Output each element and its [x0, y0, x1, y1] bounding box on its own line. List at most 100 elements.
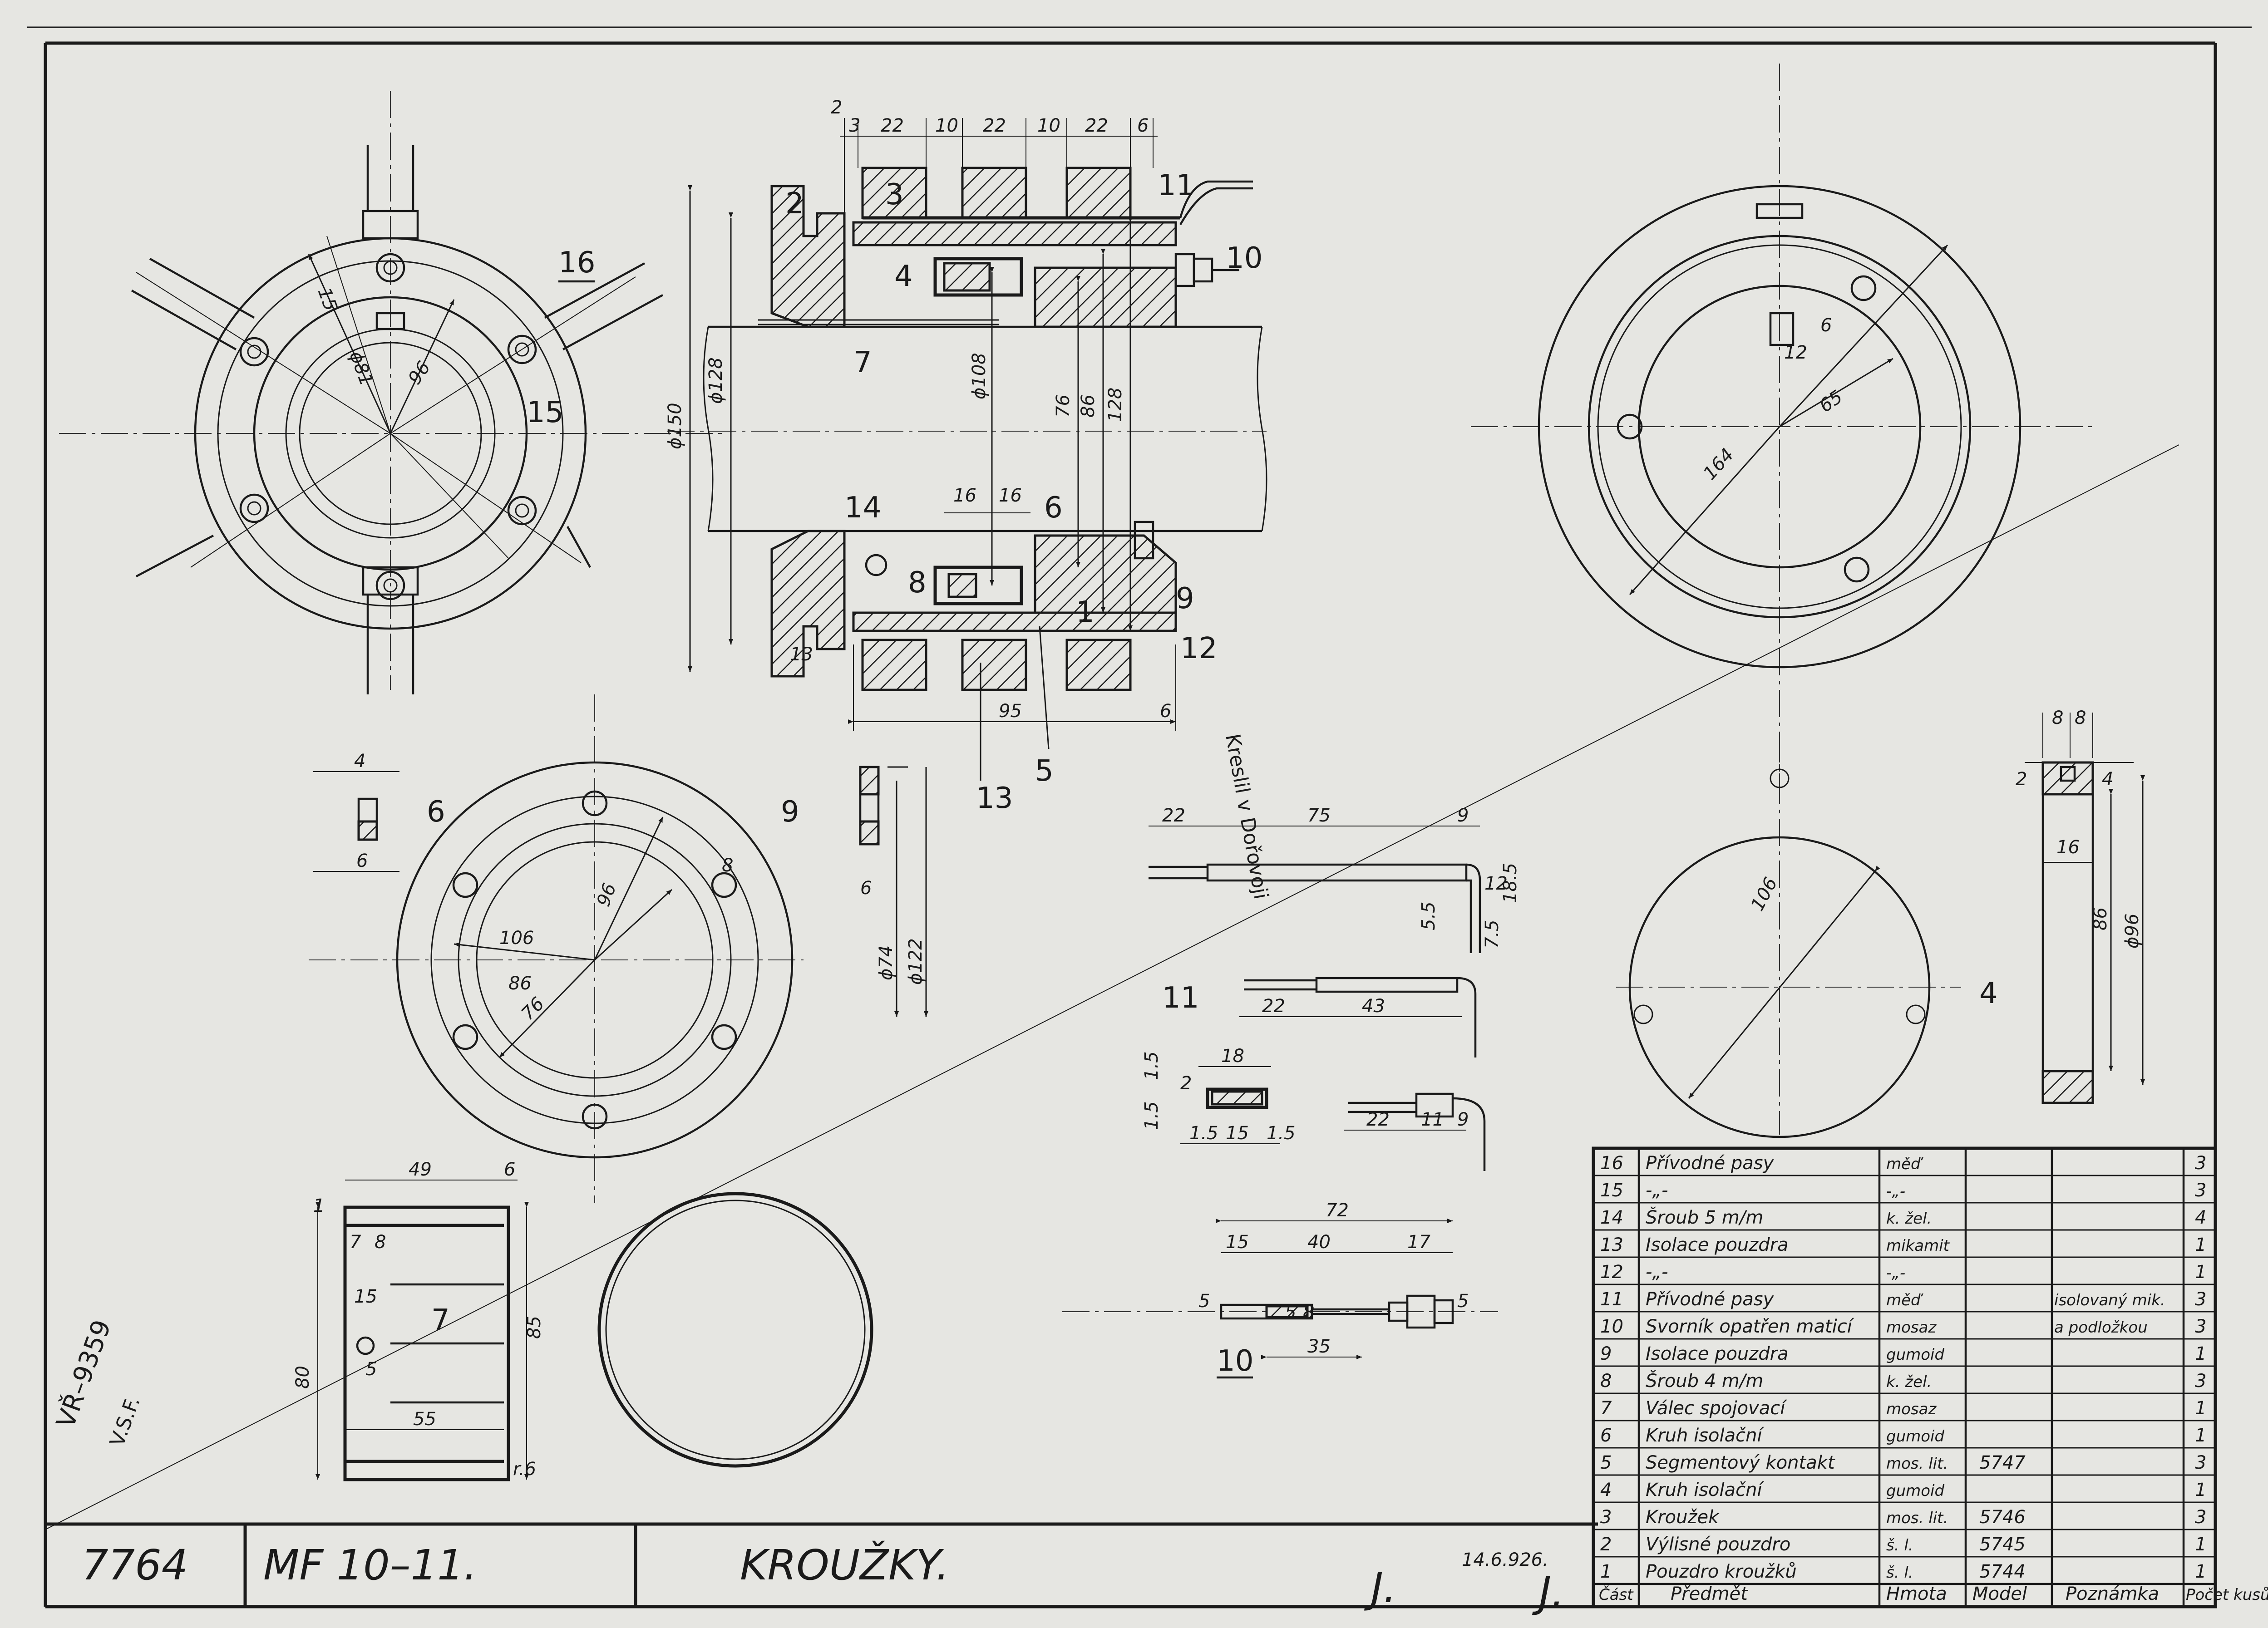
part-label: 12	[1180, 632, 1217, 665]
dim-text: 6	[1137, 115, 1149, 136]
dim-text: 65	[1815, 386, 1846, 417]
part-label: 8	[908, 566, 927, 600]
part-label: 7	[853, 346, 872, 379]
header-cell: Část	[1599, 1585, 1634, 1604]
section-view: ϕ150 ϕ128 ϕ108 76 86 128 2 3 22 10 22 10…	[665, 97, 1267, 815]
part-4-detail: 106 4 8 8 2 4 16 86 ϕ96	[1616, 708, 2145, 1138]
dim-text: 1	[313, 1195, 325, 1216]
dim-text: r.6	[513, 1459, 536, 1480]
dim-text: 16	[999, 485, 1022, 506]
table-cell: měď	[1886, 1155, 1923, 1173]
table-cell: 4	[2195, 1207, 2206, 1228]
dim-text: 22	[983, 115, 1006, 136]
dim-text: 8	[722, 855, 733, 876]
table-cell: Isolace pouzdra	[1646, 1235, 1789, 1255]
table-cell: 1	[2195, 1534, 2206, 1555]
table-row: 6 Kruh isolační gumoid 1	[1600, 1425, 2206, 1446]
margin-stamp: VŘ–9359	[51, 1316, 117, 1432]
table-cell: gumoid	[1886, 1427, 1944, 1446]
dim-text: 22	[1085, 115, 1108, 136]
table-cell: Segmentový kontakt	[1646, 1452, 1835, 1473]
dim-text: 22	[1162, 805, 1185, 826]
dim-text: 5	[1198, 1291, 1210, 1312]
dim-text: 6	[860, 878, 872, 899]
dim-text: 164	[1699, 444, 1738, 484]
table-cell: 1	[2195, 1235, 2206, 1255]
table-cell: -„-	[1646, 1262, 1668, 1283]
nut-icon	[239, 253, 537, 600]
dim-text: 106	[1747, 874, 1781, 915]
part-label: 9	[1176, 582, 1194, 615]
dim-text: 16	[953, 485, 976, 506]
dim-text: 8	[1303, 1302, 1314, 1323]
part-6-detail: 4 6 6	[313, 751, 445, 872]
table-cell: -„-	[1886, 1264, 1905, 1282]
header-cell: Model	[1972, 1584, 2027, 1604]
initial: J.	[1364, 1564, 1396, 1612]
dim-text: 12	[1784, 342, 1807, 363]
dim-text: 55	[413, 1409, 436, 1430]
table-cell: Kroužek	[1646, 1507, 1720, 1528]
table-cell: Isolace pouzdra	[1646, 1343, 1789, 1364]
dim-text: 12	[1484, 873, 1508, 894]
table-cell: 5747	[1979, 1452, 2026, 1473]
table-cell: 7	[1600, 1398, 1612, 1419]
table-cell: Kruh isolační	[1646, 1425, 1764, 1446]
table-cell: 6	[1600, 1425, 1612, 1446]
table-cell: 13	[1600, 1235, 1623, 1255]
table-cell: gumoid	[1886, 1346, 1944, 1364]
dim-text: 6	[1820, 315, 1832, 336]
table-cell: 1	[2195, 1262, 2206, 1283]
right-view: 12 6 65 164	[1471, 64, 2097, 785]
part-label: 7	[431, 1303, 450, 1337]
table-cell: 10	[1600, 1316, 1623, 1337]
part-label: 6	[427, 795, 445, 829]
dim-text: 2	[1180, 1073, 1192, 1094]
dim-text: 5	[1285, 1302, 1296, 1323]
dim-text: 1.5	[1141, 1101, 1162, 1130]
dim-text: 8	[2075, 708, 2086, 728]
table-cell: 1	[2195, 1561, 2206, 1582]
parts-list: Část Předmět Hmota Model Poznámka Počet …	[1592, 1146, 2268, 1608]
table-cell: k. žel.	[1886, 1210, 1932, 1228]
dim-text: 86	[508, 973, 532, 994]
table-cell: mos. lit.	[1886, 1509, 1948, 1527]
table-cell: 5745	[1979, 1534, 2026, 1555]
dim-text: 6	[504, 1159, 515, 1180]
dim-text: 1.5	[1141, 1051, 1162, 1080]
initial: J.	[1532, 1568, 1564, 1617]
construction-line	[45, 444, 2179, 1530]
table-cell: 15	[1600, 1180, 1623, 1201]
dim-text: 80	[292, 1366, 313, 1389]
table-cell: 5744	[1979, 1561, 2026, 1582]
table-cell: 1	[2195, 1480, 2206, 1500]
drawing-number: 7764	[82, 1541, 188, 1589]
dim-text: ϕ74	[876, 945, 897, 980]
part-label: 9	[781, 795, 799, 829]
table-cell: gumoid	[1886, 1482, 1944, 1500]
table-cell: 2	[1600, 1534, 1612, 1555]
table-cell: 3	[2195, 1507, 2206, 1528]
dim-text: 15	[314, 285, 341, 314]
table-cell: Pouzdro kroužků	[1646, 1561, 1797, 1582]
part-label: 11	[1162, 981, 1199, 1015]
dim-text: 6	[356, 851, 368, 871]
table-row: 15-„--„-3	[1600, 1180, 2206, 1201]
table-cell: 3	[1600, 1507, 1612, 1528]
table-row: 12-„--„-1	[1600, 1262, 2206, 1283]
dim-text: 10	[935, 115, 958, 136]
table-cell: mos. lit.	[1886, 1455, 1948, 1473]
dim-text: 22	[881, 115, 904, 136]
dim-text: ϕ150	[665, 403, 685, 449]
table-cell: 14	[1600, 1207, 1623, 1228]
table-cell: 1	[2195, 1425, 2206, 1446]
dim-text: 86	[2090, 907, 2111, 930]
table-cell: 8	[1600, 1371, 1612, 1392]
table-cell: měď	[1886, 1291, 1923, 1309]
